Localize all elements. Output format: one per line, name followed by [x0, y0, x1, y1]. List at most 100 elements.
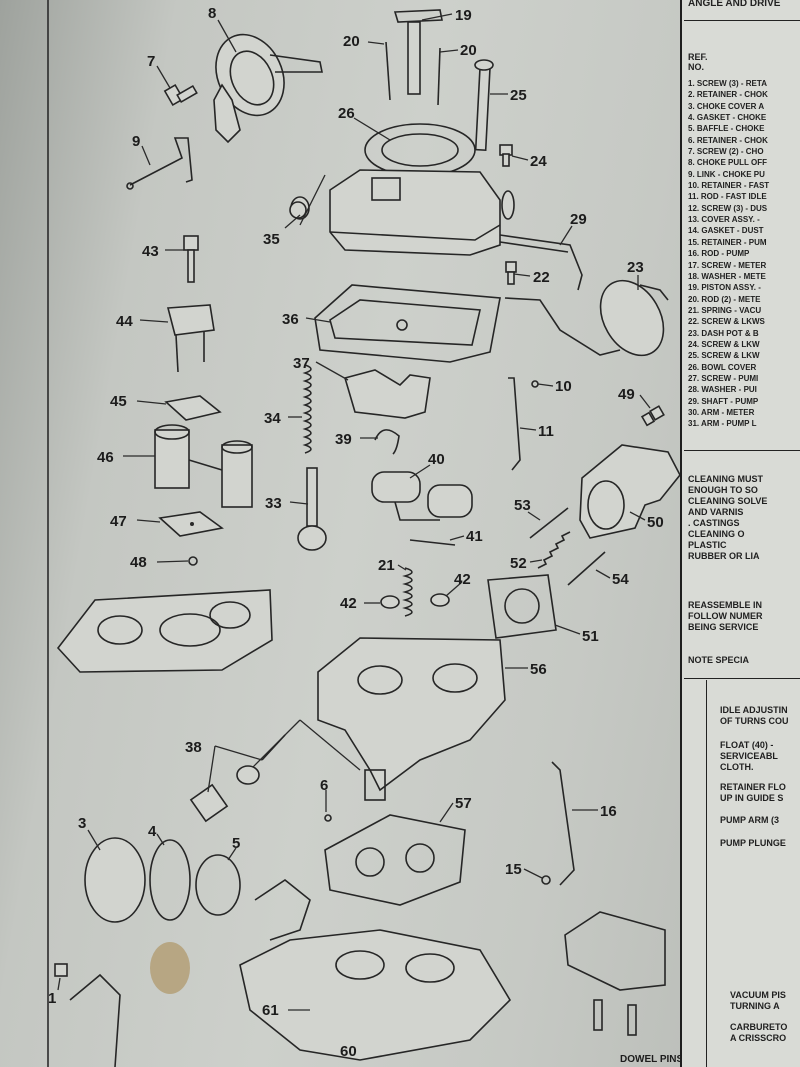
screw-7-part: [163, 83, 198, 107]
parts-list-item: 23. DASH POT & B: [688, 328, 759, 338]
screw-49-part: [640, 405, 665, 427]
parts-list-item: 28. WASHER - PUI: [688, 385, 757, 395]
dowel-pins-label: DOWEL PINS: [620, 1054, 683, 1065]
callout-35: 35: [263, 231, 280, 248]
callout-6: 6: [320, 777, 328, 794]
callout-33: 33: [265, 495, 282, 512]
clip-39-part: [374, 429, 400, 455]
lower-right-assembly: [564, 911, 666, 1036]
callout-46: 46: [97, 449, 114, 466]
parts-list-item: 17. SCREW - METER: [688, 260, 767, 270]
throttle-body-plate: [56, 589, 273, 673]
callout-3: 3: [78, 815, 86, 832]
callout-43: 43: [142, 243, 159, 260]
callout-25: 25: [510, 87, 527, 104]
callout-45: 45: [110, 393, 127, 410]
screw-22-part: [505, 261, 517, 285]
parts-list-item: 10. RETAINER - FAST: [688, 181, 770, 191]
callout-36: 36: [282, 311, 299, 328]
metering-rods-part: [385, 9, 494, 152]
callout-47: 47: [110, 513, 127, 530]
callout-39: 39: [335, 431, 352, 448]
callout-50: 50: [647, 514, 664, 531]
choke-pull-off-part: [213, 33, 323, 144]
cleaning-text: CLEANING MUST ENOUGH TO SO CLEANING SOLV…: [688, 474, 768, 561]
idle-text: IDLE ADJUSTIN OF TURNS COU: [720, 705, 789, 726]
pump-plunger-text: PUMP PLUNGE: [720, 838, 786, 848]
callout-24: 24: [530, 153, 547, 170]
callout-44: 44: [116, 313, 133, 330]
retainer-text: RETAINER FLO UP IN GUIDE S: [720, 782, 786, 803]
parts-list-panel: ANGLE AND DRIVE REF. NO. 1. SCREW (3) - …: [680, 0, 800, 1067]
callout-53: 53: [514, 497, 531, 514]
part-38: [189, 734, 286, 823]
leader-lines: [57, 13, 651, 1011]
callout-20-left: 20: [343, 33, 360, 50]
parts-list-item: 22. SCREW & LKWS: [688, 317, 765, 327]
callout-8: 8: [208, 5, 216, 22]
parts-list-item: 26. BOWL COVER: [688, 362, 757, 372]
ref-label: REF.: [688, 52, 708, 62]
parts-list-item: 5. BAFFLE - CHOKE: [688, 124, 765, 134]
callout-10: 10: [555, 378, 572, 395]
link-9-part: [129, 137, 193, 186]
parts-list-item: 9. LINK - CHOKE PU: [688, 169, 765, 179]
callout-22: 22: [533, 269, 550, 286]
part-46: [154, 424, 253, 508]
screw-1-part: [54, 963, 68, 977]
parts-list-item: 7. SCREW (2) - CHO: [688, 147, 764, 157]
parts-list-item: 11. ROD - FAST IDLE: [688, 192, 767, 202]
pump-rod-16-part: [551, 761, 575, 886]
stain-mark: [150, 942, 190, 994]
part-44: [166, 304, 215, 373]
parts-list-item: 29. SHAFT - PUMP: [688, 396, 759, 406]
gasket-57-part: [324, 814, 466, 906]
callout-4: 4: [148, 823, 157, 840]
callout-21: 21: [378, 557, 395, 574]
float-40-part: [371, 471, 473, 521]
spring-21-part: [402, 567, 413, 617]
note-special: NOTE SPECIA: [688, 655, 750, 665]
callout-60: 60: [340, 1043, 357, 1060]
parts-list-item: 3. CHOKE COVER A: [688, 101, 765, 111]
ref-no-label: REF. NO.: [688, 52, 708, 72]
parts-list-item: 14. GASKET - DUST: [688, 226, 764, 236]
callout-9: 9: [132, 133, 140, 150]
callout-5: 5: [232, 835, 240, 852]
callout-7: 7: [147, 53, 155, 70]
callout-51: 51: [582, 628, 599, 645]
float-text: FLOAT (40) - SERVICEABL CLOTH.: [720, 740, 778, 772]
parts-list-item: 27. SCREW - PUMI: [688, 373, 759, 383]
parts-list-item: 18. WASHER - METE: [688, 271, 766, 281]
part-50: [579, 444, 681, 539]
parts-list-item: 20. ROD (2) - METE: [688, 294, 761, 304]
callout-34: 34: [264, 410, 281, 427]
callout-11: 11: [538, 423, 554, 440]
gasket-51-part: [487, 574, 557, 639]
spring-52-part: [537, 531, 571, 569]
callout-42-right: 42: [454, 571, 471, 588]
parts-list-item: 21. SPRING - VACU: [688, 305, 762, 315]
parts-list-item: 4. GASKET - CHOKE: [688, 113, 767, 123]
part-37: [344, 369, 431, 419]
pump-33-part: [297, 467, 327, 551]
carburetor-text: CARBURETO A CRISSCRO: [730, 1022, 788, 1043]
callout-57: 57: [455, 795, 472, 812]
choke-cover-group: [84, 837, 241, 923]
panel-rule: [684, 450, 800, 451]
parts-list-item: 12. SCREW (3) - DUS: [688, 203, 768, 213]
callout-26: 26: [338, 105, 355, 122]
callout-54: 54: [612, 571, 629, 588]
parts-list-item: 15. RETAINER - PUM: [688, 237, 767, 247]
callout-52: 52: [510, 555, 527, 572]
screw-24-part: [499, 144, 513, 167]
parts-list-item: 19. PISTON ASSY. -: [688, 283, 761, 293]
screw-43-part: [183, 235, 199, 283]
choke-gasket-outline: [69, 973, 121, 1067]
parts-list-item: 31. ARM - PUMP L: [688, 419, 757, 429]
callout-29: 29: [570, 211, 587, 228]
vacuum-text: VACUUM PIS TURNING A: [730, 990, 786, 1011]
parts-list-item: 6. RETAINER - CHOK: [688, 135, 768, 145]
panel-rule: [684, 20, 800, 21]
